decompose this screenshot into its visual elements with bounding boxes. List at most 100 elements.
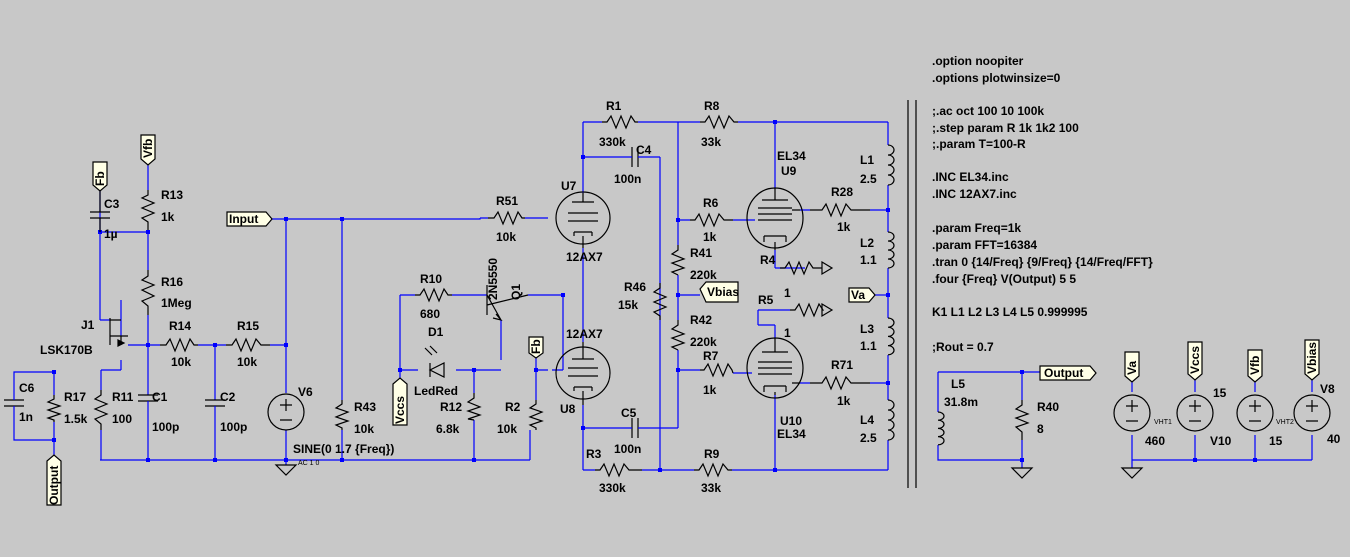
label-c2-name: C2 (220, 390, 236, 404)
label-r4-value: 1 (784, 286, 791, 300)
resistor-r5 (790, 302, 825, 318)
capacitor-c5 (620, 418, 650, 438)
label-r40-name: R40 (1037, 400, 1059, 414)
flag-input[interactable]: Input (226, 211, 273, 227)
flag-vccs-supply-label: Vccs (1188, 346, 1202, 374)
label-q1-name: Q1 (509, 284, 523, 300)
label-u9-name: U9 (781, 164, 797, 178)
inductor-l3 (887, 317, 895, 356)
capacitor-c6 (4, 390, 24, 420)
resistor-r15 (226, 337, 270, 353)
flag-output-right[interactable]: Output (1039, 365, 1097, 381)
label-r16-value: 1Meg (161, 296, 192, 310)
label-c3-value: 1µ (104, 227, 118, 241)
directive-line-13: ;Rout = 0.7 (932, 340, 994, 354)
label-r15-name: R15 (237, 319, 259, 333)
directive-line-6: .INC EL34.inc (932, 170, 1009, 184)
resistor-r16 (140, 270, 156, 315)
label-r11-name: R11 (112, 390, 134, 404)
resistor-r17 (46, 395, 62, 422)
flag-fb-c3-label: Fb (93, 171, 107, 186)
flag-vbias-supply[interactable]: Vbias (1304, 339, 1320, 381)
label-l5-name: L5 (951, 377, 965, 391)
arrow-r4 (821, 260, 834, 276)
label-l3-name: L3 (860, 322, 874, 336)
resistor-r40 (1014, 400, 1030, 440)
flag-va-mid[interactable]: Va (848, 287, 876, 303)
label-r12-name: R12 (440, 400, 462, 414)
resistor-r3 (595, 462, 642, 478)
label-r28-name: R28 (831, 185, 853, 199)
label-r46-value: 15k (618, 298, 638, 312)
flag-input-label: Input (229, 212, 258, 226)
source-v10 (1176, 394, 1214, 432)
label-r41-name: R41 (690, 246, 712, 260)
resistor-r51 (488, 210, 525, 226)
resistor-r10 (415, 287, 452, 303)
label-vht1-value: 460 (1145, 434, 1165, 448)
label-u8-name: U8 (560, 402, 576, 416)
label-r40-value: 8 (1037, 422, 1044, 436)
label-r6-value: 1k (703, 230, 717, 244)
directive-line-9: .param FFT=16384 (932, 238, 1037, 252)
label-r14-name: R14 (169, 319, 191, 333)
flag-output-left[interactable]: Output (46, 454, 62, 506)
flag-output-left-label: Output (47, 466, 61, 505)
flag-vfb-supply-label: Vfb (1248, 356, 1262, 375)
label-v6-tag: AC 1 0 (298, 460, 320, 467)
label-q1-value: 2N5550 (486, 258, 500, 300)
bjt-q1 (486, 285, 529, 322)
flag-output-right-label: Output (1044, 366, 1083, 380)
label-j1-name: J1 (81, 318, 95, 332)
tube-u9 (746, 187, 804, 250)
label-r1-value: 330k (599, 135, 626, 149)
flag-fb-r2-label: Fb (529, 339, 543, 354)
inductor-l5 (937, 411, 945, 446)
label-r7-value: 1k (703, 383, 717, 397)
label-r9-name: R9 (704, 447, 720, 461)
directive-line-10: .tran 0 {14/Freq} {9/Freq} {14/Freq/FFT} (932, 255, 1153, 269)
resistor-r2 (528, 400, 544, 430)
label-c1-name: C1 (152, 390, 168, 404)
directive-line-2: .options plotwinsize=0 (932, 71, 1061, 85)
resistor-r43 (334, 400, 350, 430)
directive-line-1: .option noopiter (932, 54, 1024, 68)
label-l2-value: 1.1 (860, 253, 877, 267)
label-c5-name: C5 (621, 406, 637, 420)
directive-line-12: K1 L1 L2 L3 L4 L5 0.999995 (932, 305, 1088, 319)
label-r8-name: R8 (704, 99, 720, 113)
label-v6-name: V6 (298, 385, 313, 399)
flag-vccs-supply[interactable]: Vccs (1187, 341, 1203, 381)
flag-vfb-j1[interactable]: Vfb (140, 134, 156, 166)
label-r13-value: 1k (161, 210, 175, 224)
flag-fb-r2[interactable]: Fb (528, 336, 544, 359)
resistor-r28 (810, 202, 870, 218)
label-r15-value: 10k (237, 355, 257, 369)
spice-directives: .option noopiter .options plotwinsize=0 … (932, 54, 1153, 354)
label-u8-value: 12AX7 (566, 327, 603, 341)
directive-line-4: ;.step param R 1k 1k2 100 (932, 121, 1079, 135)
label-u10-name: U10 (780, 414, 802, 428)
label-l2-name: L2 (860, 236, 874, 250)
resistor-r1 (602, 114, 638, 130)
label-r51-name: R51 (496, 194, 518, 208)
directive-line-11: .four {Freq} V(Output) 5 5 (932, 272, 1076, 286)
label-c4-name: C4 (636, 143, 652, 157)
label-u9-value: EL34 (777, 149, 806, 163)
flag-vccs-q1[interactable]: Vccs (392, 377, 408, 426)
flag-vfb-supply[interactable]: Vfb (1247, 349, 1263, 383)
flag-vbias[interactable]: Vbias (699, 281, 739, 303)
label-r17-value: 1.5k (64, 412, 88, 426)
label-vht2-name: VHT2 (1276, 419, 1294, 426)
flag-va-supply[interactable]: Va (1124, 351, 1140, 383)
label-r2-name: R2 (505, 400, 521, 414)
arrow-r5 (821, 302, 834, 318)
capacitor-c4 (620, 147, 650, 167)
label-vht1-name: VHT1 (1154, 419, 1172, 426)
resistor-r46 (652, 283, 668, 320)
flag-fb-c3[interactable]: Fb (92, 161, 108, 192)
label-l4-name: L4 (860, 413, 874, 427)
label-r10-name: R10 (420, 272, 442, 286)
flag-vbias-label: Vbias (707, 285, 739, 299)
